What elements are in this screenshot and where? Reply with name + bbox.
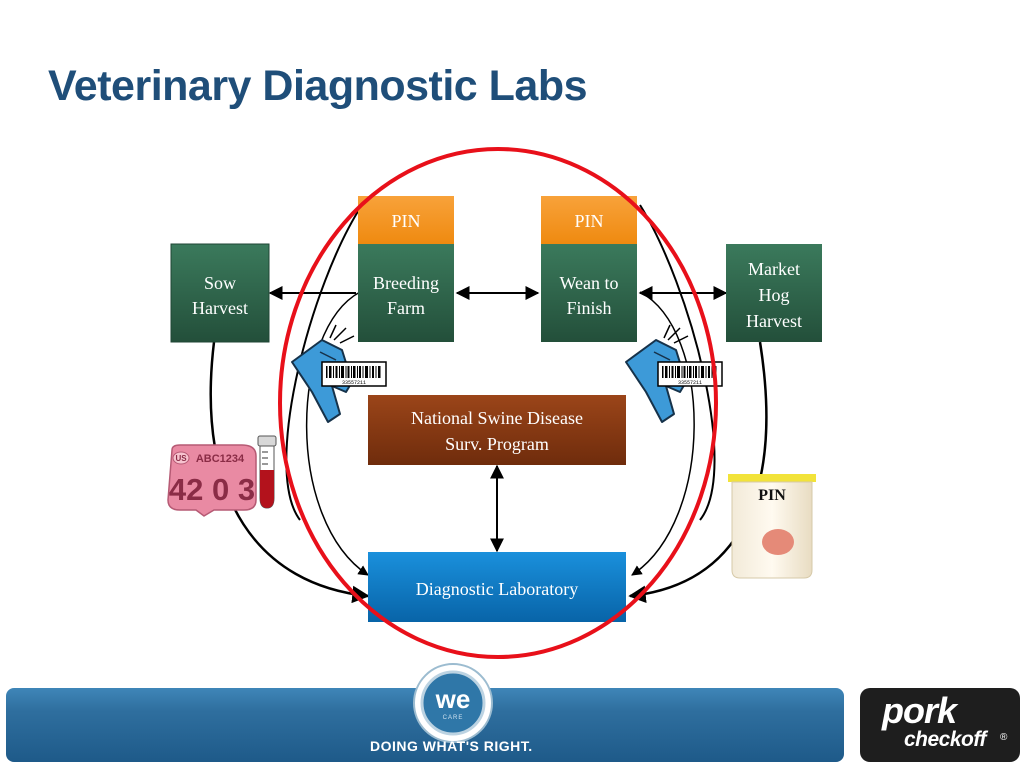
ear-tag-number: 42 0 3 xyxy=(169,472,255,507)
sow-harvest-line1: Sow xyxy=(204,273,236,293)
nsdsp-line2: Surv. Program xyxy=(445,434,549,454)
sow-harvest-box: Sow Harvest xyxy=(170,243,270,343)
ear-tag-code: ABC1234 xyxy=(196,453,245,465)
inner-connector-lines xyxy=(305,291,695,576)
pork-checkoff-subword: checkoff xyxy=(904,728,986,751)
blood-tube-icon xyxy=(257,435,277,509)
wean-to-finish-line1: Wean to xyxy=(559,273,618,293)
wean-to-finish-line2: Finish xyxy=(566,298,611,318)
right-barcode-number: 33557211 xyxy=(678,380,702,386)
sow-harvest-line2: Harvest xyxy=(192,298,248,318)
pork-checkoff-word: pork xyxy=(882,690,957,731)
diagnostic-lab-label: Diagnostic Laboratory xyxy=(416,579,578,599)
breeding-farm-box: PIN Breeding Farm xyxy=(358,196,454,342)
sample-cup-pin-label: PIN xyxy=(758,487,786,504)
breeding-to-lab-line xyxy=(305,291,369,576)
market-line3: Harvest xyxy=(746,311,802,331)
sow-to-lab-line xyxy=(209,341,370,604)
sample-cup-icon: PIN xyxy=(728,474,816,579)
pork-checkoff-mark: ® xyxy=(1000,732,1008,743)
wean-to-finish-box: PIN Wean to Finish xyxy=(541,196,637,342)
nsdsp-line1: National Swine Disease xyxy=(411,408,583,428)
right-barcode-icon: 33557211 xyxy=(657,361,723,387)
highlight-oval xyxy=(278,147,718,659)
left-barcode-icon: 33557211 xyxy=(321,361,387,387)
pork-checkoff-logo: pork checkoff ® xyxy=(860,688,1020,762)
ear-tag-icon: US ABC1234 42 0 3 xyxy=(167,444,257,517)
breeding-outer-line xyxy=(285,204,363,521)
wean-to-lab-line xyxy=(631,291,695,576)
nsdsp-box: National Swine Disease Surv. Program xyxy=(368,395,626,465)
slide-title: Veterinary Diagnostic Labs xyxy=(48,62,588,110)
supply-chain-diagram: Sow Harvest PIN Breeding Farm PIN Wean t… xyxy=(167,147,822,659)
right-scanner-icon xyxy=(625,324,689,423)
footer: we CARE DOING WHAT'S RIGHT. pork checkof… xyxy=(0,663,1024,768)
we-care-logo-text: we xyxy=(435,684,471,714)
straight-arrows xyxy=(268,286,728,553)
breeding-farm-line1: Breeding xyxy=(373,273,439,293)
left-barcode-number: 33557211 xyxy=(342,380,366,386)
market-line2: Hog xyxy=(759,285,790,305)
we-care-logo: we CARE xyxy=(413,663,493,743)
breeding-farm-line2: Farm xyxy=(387,298,425,318)
footer-tagline: DOING WHAT'S RIGHT. xyxy=(370,738,533,754)
market-line1: Market xyxy=(748,259,800,279)
market-hog-harvest-box: Market Hog Harvest xyxy=(726,244,822,342)
diagnostic-lab-box: Diagnostic Laboratory xyxy=(368,552,626,622)
wean-pin-label: PIN xyxy=(574,211,603,231)
ear-tag-country: US xyxy=(175,454,187,463)
we-care-logo-subtext: CARE xyxy=(443,715,464,721)
breeding-pin-label: PIN xyxy=(391,211,420,231)
